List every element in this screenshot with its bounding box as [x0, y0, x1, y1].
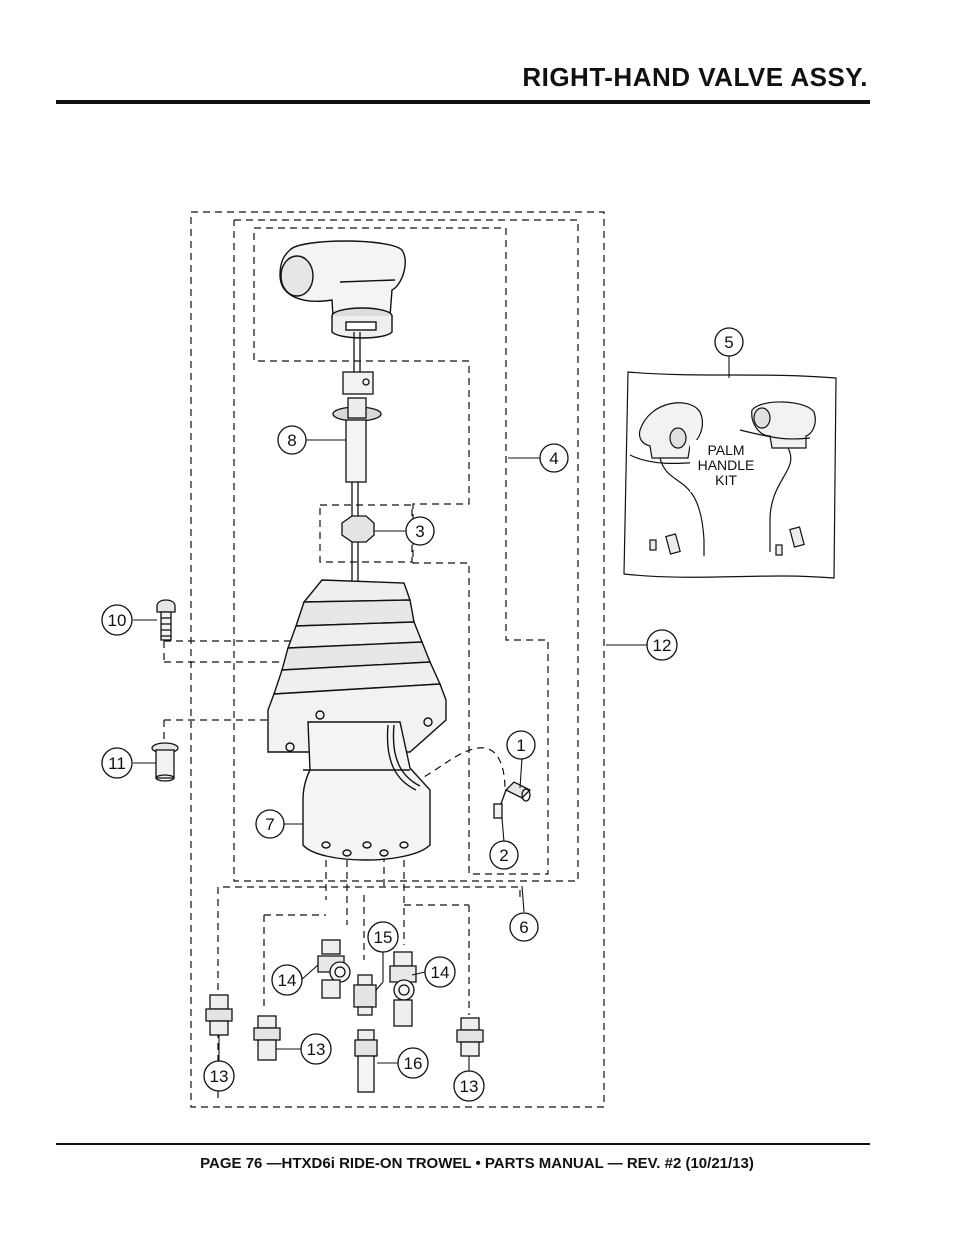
callout-14a: 14 — [278, 971, 297, 990]
callout-6: 6 — [519, 918, 528, 937]
shaft-part-8 — [332, 332, 382, 522]
boundary-4 — [233, 219, 579, 882]
callout-circle-13c — [453, 1070, 485, 1102]
callout-16: 16 — [404, 1054, 423, 1073]
kit-label-line-2: HANDLE — [698, 457, 755, 473]
callout-7: 7 — [265, 815, 274, 834]
callout-circle-16 — [397, 1047, 429, 1079]
callout-13b: 13 — [307, 1040, 326, 1059]
page-title: RIGHT-HAND VALVE ASSY. — [522, 62, 868, 92]
elbow-fitting-right — [389, 951, 417, 1027]
callout-11: 11 — [108, 754, 126, 773]
callout-numbers: 1 2 3 4 5 6 7 8 10 11 12 13 13 13 14 14 … — [108, 333, 734, 1096]
page-footer: PAGE 76 —HTXD6i RIDE-ON TROWEL • PARTS M… — [200, 1155, 754, 1172]
screw-part-10 — [156, 599, 176, 641]
fitting-13-left — [205, 994, 233, 1036]
callout-14b: 14 — [431, 963, 450, 982]
boundary-12 — [190, 211, 605, 1108]
palm-handle-kit-label: PALM HANDLE KIT — [690, 440, 762, 492]
callout-12: 12 — [653, 636, 672, 655]
callout-15: 15 — [374, 928, 393, 947]
kit-label-line-1: PALM — [707, 442, 744, 458]
header-rule — [56, 100, 870, 104]
hex-nut-part-3 — [341, 515, 375, 590]
callout-circle-3 — [405, 516, 435, 546]
palm-handle-knob — [279, 240, 406, 339]
callout-4: 4 — [549, 449, 558, 468]
callout-8: 8 — [287, 431, 296, 450]
callout-2: 2 — [499, 846, 508, 865]
callout-circle-10 — [101, 604, 133, 636]
callout-circles — [101, 327, 744, 1102]
boundary-6 — [217, 886, 521, 1098]
callout-circle-8 — [277, 425, 307, 455]
footer-rule — [56, 1143, 870, 1145]
callout-circle-6 — [509, 912, 539, 942]
elbow-fitting-left — [317, 939, 351, 999]
callout-circle-4 — [539, 443, 569, 473]
callout-circle-7 — [255, 809, 285, 839]
callout-circle-5 — [714, 327, 744, 357]
callout-13a: 13 — [210, 1067, 229, 1086]
callout-circle-14b — [424, 956, 456, 988]
callout-circle-2 — [489, 840, 519, 870]
callout-13c: 13 — [460, 1077, 479, 1096]
kit-label-line-3: KIT — [715, 472, 737, 488]
callout-circle-1 — [506, 730, 536, 760]
callout-circle-11 — [101, 747, 133, 779]
bushing-part-11 — [151, 742, 179, 782]
callout-circle-12 — [646, 629, 678, 661]
callout-circle-13a — [203, 1060, 235, 1092]
assembly-boundaries — [163, 211, 605, 1108]
callout-10: 10 — [108, 611, 127, 630]
callout-1: 1 — [516, 736, 525, 755]
valve-body-part-7 — [267, 579, 447, 861]
callout-circle-14a — [271, 964, 303, 996]
callout-5: 5 — [724, 333, 733, 352]
adapter-part-16 — [354, 1029, 378, 1093]
callout-circle-15 — [367, 921, 399, 953]
boundary-8 — [253, 227, 549, 875]
adapter-part-15 — [353, 974, 377, 1016]
callout-3: 3 — [415, 522, 424, 541]
fitting-13-right — [456, 1017, 484, 1057]
switch-pins-part-1-2 — [493, 781, 532, 819]
fitting-13-middle — [253, 1015, 281, 1061]
callout-circle-13b — [300, 1033, 332, 1065]
